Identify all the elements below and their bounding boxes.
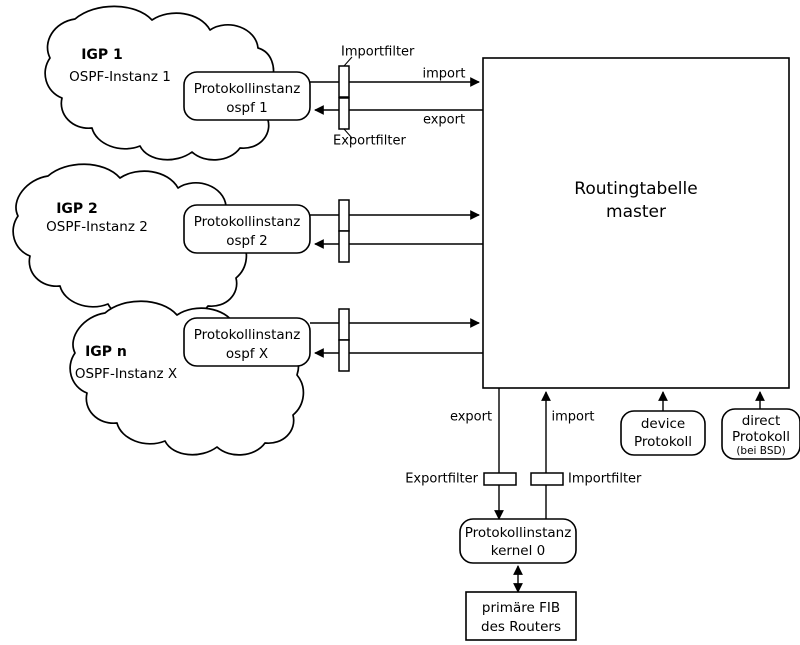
ospf-2-label-line2: ospf 2 bbox=[226, 233, 268, 249]
direct-protocol-box[interactable] bbox=[721, 408, 800, 460]
master-table-box[interactable] bbox=[482, 57, 790, 389]
ospf-x-box[interactable] bbox=[183, 317, 311, 367]
exportfilter-marker-ospf-1[interactable] bbox=[338, 97, 350, 130]
cloud-title: IGP 2 bbox=[56, 201, 98, 217]
direct-protocol[interactable]: direct Protokoll (bei BSD) bbox=[721, 408, 800, 460]
importfilter-marker-ospf-1[interactable] bbox=[338, 65, 350, 98]
importfilter-marker-ospf-2[interactable] bbox=[338, 199, 350, 232]
fib-label-line2: des Routers bbox=[481, 619, 561, 635]
ospf-2-label-line1: Protokollinstanz bbox=[194, 214, 301, 230]
import-label-bottom: import bbox=[552, 410, 595, 425]
ospf-x-label-line1: Protokollinstanz bbox=[194, 327, 301, 343]
importfilter-leader-ospf-1 bbox=[343, 56, 353, 67]
ospf-x-label-line2: ospf X bbox=[226, 346, 268, 362]
cloud-title: IGP 1 bbox=[81, 47, 123, 63]
primary-fib[interactable]: primäre FIB des Routers bbox=[465, 591, 577, 641]
cloud-igp-2: IGP 2 OSPF-Instanz 2 bbox=[12, 163, 248, 319]
exportfilter-label-top: Exportfilter bbox=[333, 134, 406, 149]
cloud-subtitle: OSPF-Instanz X bbox=[75, 366, 177, 382]
device-protocol-box[interactable] bbox=[620, 410, 706, 456]
cloud-shape bbox=[12, 163, 248, 319]
exportfilter-marker-kernel[interactable] bbox=[483, 472, 517, 486]
importfilter-marker-kernel[interactable] bbox=[530, 472, 564, 486]
protocol-instance-ospf-1[interactable]: Protokollinstanz ospf 1 bbox=[183, 71, 311, 121]
protocol-instance-ospf-2[interactable]: Protokollinstanz ospf 2 bbox=[183, 204, 311, 254]
importfilter-marker-ospf-x[interactable] bbox=[338, 308, 350, 341]
master-table-label-line2: master bbox=[606, 202, 666, 222]
direct-protocol-line2: Protokoll bbox=[732, 429, 790, 445]
export-label-bottom: export bbox=[450, 410, 492, 425]
exportfilter-label-bottom: Exportfilter bbox=[405, 472, 478, 487]
device-protocol-line2: Protokoll bbox=[634, 434, 692, 450]
device-protocol[interactable]: device Protokoll bbox=[620, 410, 706, 456]
kernel-0-label-line1: Protokollinstanz bbox=[465, 525, 572, 541]
ospf-1-label-line2: ospf 1 bbox=[226, 100, 268, 116]
fib-box[interactable] bbox=[465, 591, 577, 641]
importfilter-label-bottom: Importfilter bbox=[568, 472, 642, 487]
protocol-instance-ospf-x[interactable]: Protokollinstanz ospf X bbox=[183, 317, 311, 367]
cloud-subtitle: OSPF-Instanz 1 bbox=[69, 69, 171, 85]
exportfilter-marker-ospf-x[interactable] bbox=[338, 339, 350, 372]
device-protocol-line1: device bbox=[641, 416, 685, 432]
export-label-top: export bbox=[423, 113, 465, 128]
master-table-label-line1: Routingtabelle bbox=[574, 179, 697, 199]
direct-protocol-note: (bei BSD) bbox=[736, 445, 785, 457]
ospf-2-box[interactable] bbox=[183, 204, 311, 254]
cloud-subtitle: OSPF-Instanz 2 bbox=[46, 219, 148, 235]
ospf-1-label-line1: Protokollinstanz bbox=[194, 81, 301, 97]
cloud-shape bbox=[44, 5, 280, 161]
direct-protocol-line1: direct bbox=[742, 413, 781, 429]
exportfilter-leader-ospf-1 bbox=[343, 128, 353, 139]
import-label-top: import bbox=[423, 67, 466, 82]
fib-label-line1: primäre FIB bbox=[482, 600, 560, 616]
protocol-instance-kernel-0[interactable]: Protokollinstanz kernel 0 bbox=[459, 518, 577, 564]
master-routing-table[interactable]: Routingtabelle master bbox=[482, 57, 790, 389]
exportfilter-marker-ospf-2[interactable] bbox=[338, 230, 350, 263]
importfilter-label-top: Importfilter bbox=[341, 45, 415, 60]
kernel-0-label-line2: kernel 0 bbox=[491, 543, 545, 559]
cloud-igp-1: IGP 1 OSPF-Instanz 1 bbox=[44, 5, 280, 161]
cloud-title: IGP n bbox=[85, 344, 127, 360]
kernel-0-box[interactable] bbox=[459, 518, 577, 564]
ospf-1-box[interactable] bbox=[183, 71, 311, 121]
